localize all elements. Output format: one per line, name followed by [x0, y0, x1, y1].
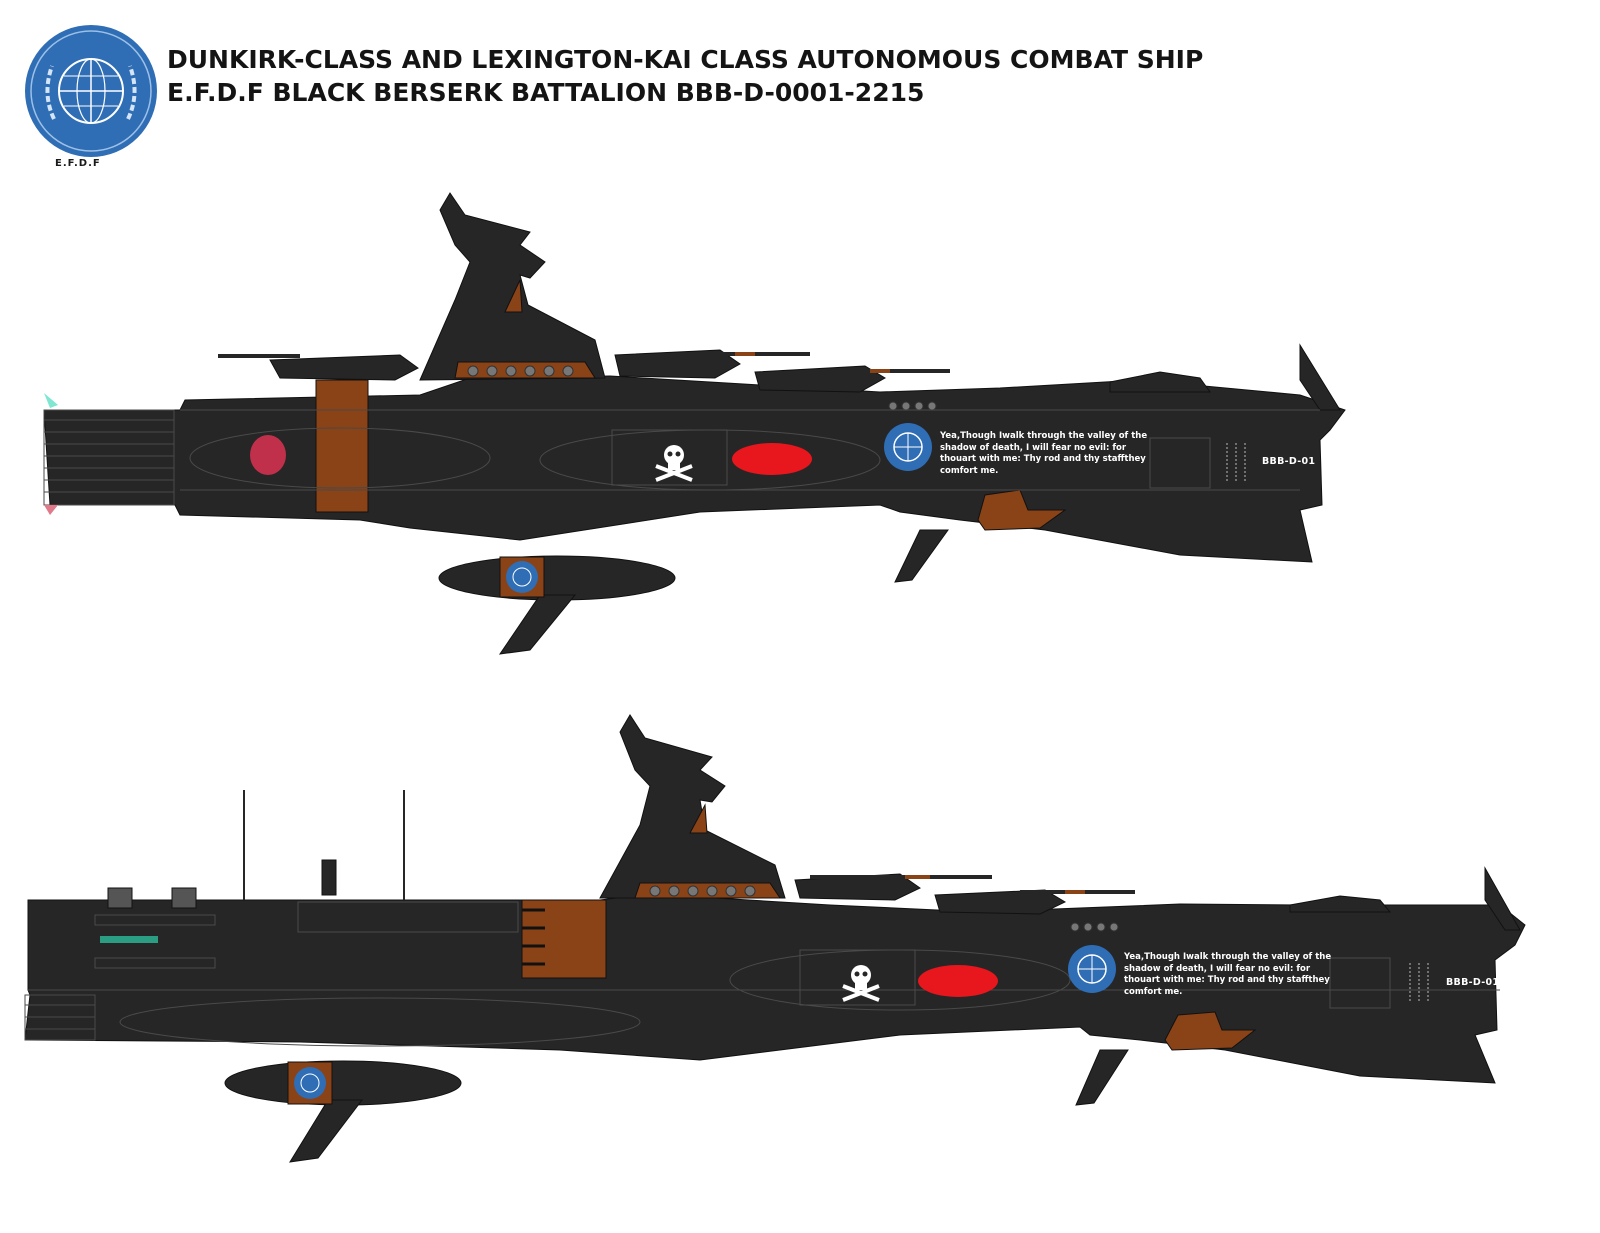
page-subtitle: E.F.D.F BLACK BERSERK BATTALION BBB-D-00…	[167, 78, 925, 107]
red-hinomaru-marking	[918, 965, 998, 997]
hull-number-label: BBB-D-01	[1262, 456, 1316, 467]
teal-stripe-marking	[100, 936, 158, 943]
dunkirk-class-ship-illustration	[43, 192, 1346, 655]
hull-number-label: BBB-D-01	[1446, 977, 1500, 988]
page-title: DUNKIRK-CLASS AND LEXINGTON-KAI CLASS AU…	[167, 45, 1204, 74]
skull-crossbones-icon	[842, 965, 880, 1002]
efdf-emblem-icon	[294, 1067, 326, 1099]
hull-verse-text: Yea,Though Iwalk through the valley of t…	[1124, 952, 1332, 997]
efdf-emblem-icon	[506, 561, 538, 593]
emblem-caption: E.F.D.F	[55, 158, 101, 169]
title-block: DUNKIRK-CLASS AND LEXINGTON-KAI CLASS AU…	[167, 43, 1203, 109]
efdf-emblem-icon	[25, 25, 157, 157]
hull-verse-text: Yea,Though Iwalk through the valley of t…	[940, 431, 1148, 476]
lexington-kai-class-ship-illustration	[24, 714, 1526, 1163]
efdf-emblem-icon	[1068, 945, 1116, 993]
efdf-emblem-icon	[884, 423, 932, 471]
red-vent-icon	[250, 435, 286, 475]
skull-crossbones-icon	[655, 445, 693, 482]
red-hinomaru-marking	[732, 443, 812, 475]
